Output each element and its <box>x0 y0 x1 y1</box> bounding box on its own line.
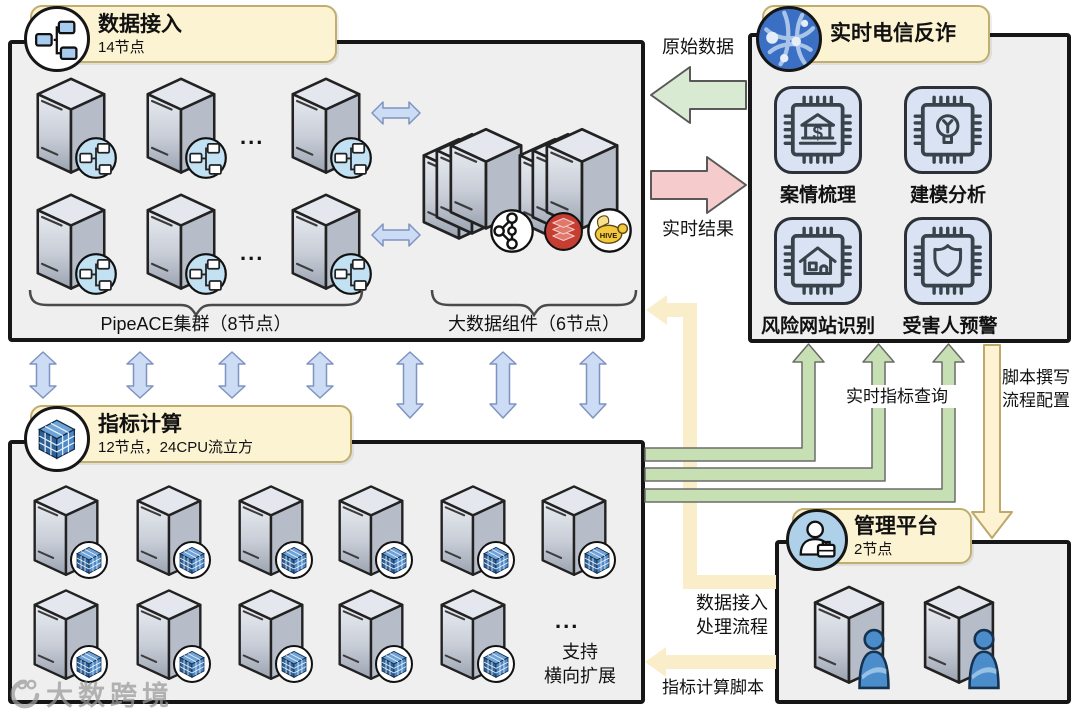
user-figure-icon <box>853 628 895 690</box>
cube-badge-icon <box>69 540 109 580</box>
management-title: 管理平台 <box>854 514 938 538</box>
pipeace-badge-icon <box>184 136 228 180</box>
cube-badge-icon <box>172 540 212 580</box>
pipeace-cluster-label: PipeACE集群（8节点） <box>100 314 292 334</box>
pipeace-server <box>142 188 220 292</box>
case-analysis-label: 案情梳理 <box>779 185 856 206</box>
cube-badge-icon <box>274 540 314 580</box>
scale-note: 支持 横向扩展 <box>544 642 616 686</box>
cube-badge-icon <box>374 540 414 580</box>
ellipsis: ... <box>555 608 580 633</box>
modeling-label: 建模分析 <box>909 185 986 206</box>
cube-badge-icon <box>172 644 212 684</box>
modeling-chip <box>904 86 992 174</box>
management-server <box>809 580 889 686</box>
realtime-result-label: 实时结果 <box>662 219 734 239</box>
metrics-server <box>436 480 510 578</box>
metrics-server <box>29 584 103 682</box>
query-arrow-3 <box>644 343 965 503</box>
management-subtitle: 2节点 <box>854 540 893 558</box>
cube-badge-icon <box>577 540 617 580</box>
cube-badge-icon <box>476 540 516 580</box>
antifraud-box: 案情梳理 建模分析 风险网站识别 受害人预警 <box>748 33 1071 343</box>
admin-user-icon <box>786 509 848 571</box>
bigdata-brace <box>430 289 638 318</box>
pipeace-server <box>32 72 110 176</box>
redis-icon <box>543 211 584 252</box>
metrics-subtitle: 12节点，24CPU流立方 <box>98 438 254 456</box>
kafka-icon <box>489 208 535 254</box>
metrics-server <box>234 480 308 578</box>
ellipsis: ... <box>240 124 265 149</box>
metrics-server <box>436 584 510 682</box>
query-arrow-2 <box>644 343 895 482</box>
metrics-server <box>132 584 206 682</box>
pipeace-server <box>287 72 365 176</box>
antifraud-title: 实时电信反诈 <box>830 22 956 45</box>
metrics-server <box>537 480 611 578</box>
flowchart-icon <box>24 6 90 72</box>
pipeace-server <box>142 72 220 176</box>
bank-chip-icon <box>780 92 855 167</box>
user-figure-icon <box>963 628 1005 690</box>
cube-icon <box>24 406 90 472</box>
management-server <box>919 580 999 686</box>
raw-data-arrow <box>650 66 747 124</box>
pipeace-badge-icon <box>74 136 118 180</box>
data-ingest-box: ... ... PipeACE集群 <box>8 40 645 342</box>
cube-badge-icon <box>274 644 314 684</box>
metrics-server <box>334 584 408 682</box>
bigdata-components-label: 大数据组件（6节点） <box>447 314 620 334</box>
data-ingest-subtitle: 14节点 <box>98 38 145 56</box>
metrics-server <box>132 480 206 578</box>
watermark: 大数跨境 <box>6 674 174 713</box>
pipeace-brace <box>28 289 364 318</box>
metrics-server <box>29 480 103 578</box>
ingest-flow-label: 数据接入 处理流程 <box>696 593 768 637</box>
realtime-result-arrow <box>650 156 747 214</box>
globe-network-icon <box>756 6 822 72</box>
metric-script-label: 指标计算脚本 <box>662 678 764 697</box>
metric-script-flow-arrow <box>645 647 776 677</box>
query-arrow-1 <box>644 343 825 462</box>
bulb-chip-icon <box>910 92 985 167</box>
raw-data-label: 原始数据 <box>662 37 734 57</box>
cube-badge-icon <box>374 644 414 684</box>
risk-site-label: 风险网站识别 <box>760 316 875 337</box>
house-chip-icon <box>780 223 855 298</box>
shield-chip-icon <box>910 223 985 298</box>
watermark-text: 大数跨境 <box>46 681 174 711</box>
metrics-server <box>234 584 308 682</box>
hive-icon <box>586 207 633 254</box>
pipeace-server <box>287 188 365 292</box>
metrics-server <box>334 480 408 578</box>
data-ingest-title: 数据接入 <box>98 12 182 36</box>
pipeace-server <box>32 188 110 292</box>
victim-alert-label: 受害人预警 <box>902 316 998 337</box>
pipeace-badge-icon <box>329 136 373 180</box>
script-config-label: 脚本撰写 流程配置 <box>1002 368 1070 410</box>
victim-alert-chip <box>904 217 992 305</box>
metrics-box: ... 支持 横向扩展 <box>8 440 645 704</box>
ellipsis: ... <box>240 240 265 265</box>
case-analysis-chip <box>774 86 862 174</box>
risk-site-chip <box>774 217 862 305</box>
realtime-query-label: 实时指标查询 <box>822 385 972 408</box>
watermark-logo-icon <box>10 679 40 708</box>
metrics-title: 指标计算 <box>98 412 182 436</box>
